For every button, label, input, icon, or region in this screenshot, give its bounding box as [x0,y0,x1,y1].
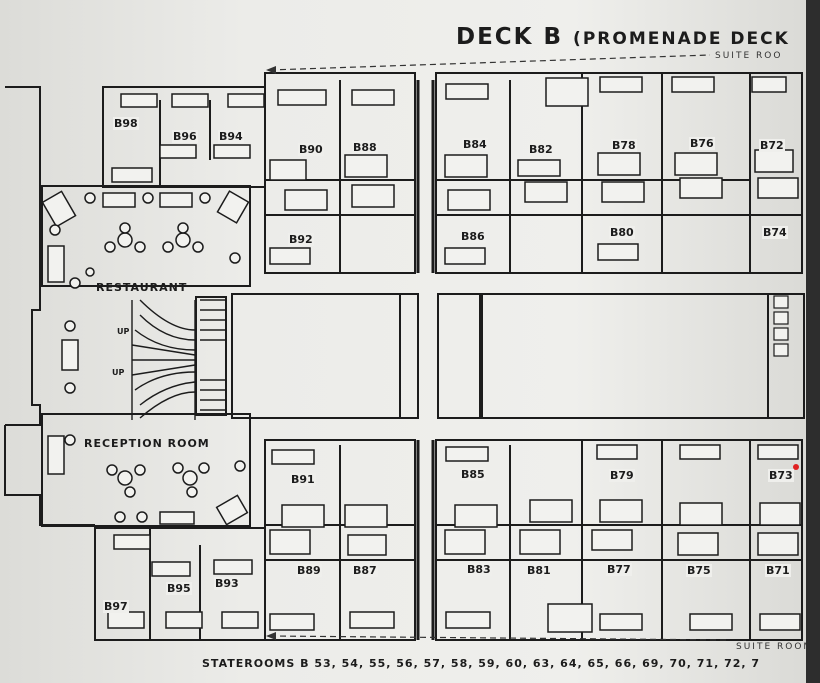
stateroom-label: B96 [172,130,198,143]
stateroom-label: B76 [689,137,715,150]
deck-name: DECK B [456,24,564,50]
stateroom-label: B88 [352,141,378,154]
stateroom-label: B73 [768,469,794,482]
stateroom-list-footer: STATEROOMS B 53, 54, 55, 56, 57, 58, 59,… [202,657,761,670]
page-edge-shadow [806,0,820,683]
stateroom-label: B93 [214,577,240,590]
reception-room-label: RECEPTION ROOM [84,437,210,450]
stateroom-label: B74 [762,226,788,239]
stair-up-label-2: UP [112,368,125,377]
stateroom-label: B81 [526,564,552,577]
stateroom-label: B82 [528,143,554,156]
stateroom-label: B83 [466,563,492,576]
location-marker [793,464,799,470]
stateroom-label: B75 [686,564,712,577]
stateroom-label: B89 [296,564,322,577]
stateroom-label: B80 [609,226,635,239]
stateroom-label: B91 [290,473,316,486]
suite-room-top-label: SUITE ROO [715,51,783,61]
stateroom-label: B84 [462,138,488,151]
stateroom-label: B92 [288,233,314,246]
deck-subtitle: (PROMENADE DECK [573,29,790,49]
stateroom-label: B94 [218,130,244,143]
stateroom-label: B90 [298,143,324,156]
stair-up-label-1: UP [117,327,130,336]
stateroom-label: B95 [166,582,192,595]
stateroom-label: B97 [103,600,129,613]
restaurant-label: RESTAURANT [96,281,188,294]
stateroom-label: B86 [460,230,486,243]
stateroom-label: B98 [113,117,139,130]
stateroom-label: B87 [352,564,378,577]
deck-title: DECK B (PROMENADE DECK [456,24,790,50]
suite-room-bottom-label: SUITE ROOM [736,642,814,652]
stateroom-label: B77 [606,563,632,576]
stateroom-label: B71 [765,564,791,577]
stateroom-label: B72 [759,139,785,152]
stateroom-label: B79 [609,469,635,482]
stateroom-label: B85 [460,468,486,481]
stateroom-label: B78 [611,139,637,152]
